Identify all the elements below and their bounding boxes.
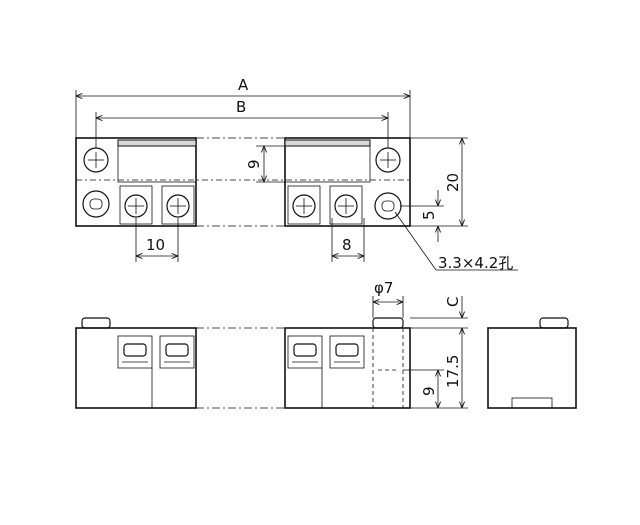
dim-20-label: 20 bbox=[444, 173, 462, 192]
dim-10-label: 10 bbox=[146, 236, 165, 254]
dim-c-label: C bbox=[444, 297, 462, 307]
hole-spec-label: 3.3×4.2孔 bbox=[438, 254, 513, 272]
side-body bbox=[487, 327, 577, 409]
dim-9-label: 9 bbox=[245, 159, 263, 169]
dim-9-side-label: 9 bbox=[420, 386, 438, 396]
dim-8-label: 8 bbox=[342, 236, 352, 254]
dim-17-5-label: 17.5 bbox=[444, 355, 462, 388]
terminal-screw-3 bbox=[287, 185, 321, 225]
dim-b-label: B bbox=[236, 98, 246, 116]
terminal-screw-1 bbox=[119, 185, 153, 225]
front-terminal-3 bbox=[287, 335, 323, 369]
mount-hole-left bbox=[82, 190, 110, 218]
dim-phi7-label: φ7 bbox=[374, 279, 393, 297]
side-view bbox=[487, 317, 577, 409]
dim-a-label: A bbox=[238, 76, 249, 94]
terminal-screw-4 bbox=[329, 185, 363, 225]
front-view: φ7 C 17.5 9 bbox=[75, 279, 468, 409]
front-terminal-2 bbox=[159, 335, 195, 369]
front-terminal-4 bbox=[329, 335, 365, 369]
top-view: A B 9 20 5 10 8 3.3×4.2孔 bbox=[75, 76, 518, 272]
dim-5-label: 5 bbox=[420, 210, 438, 220]
front-terminal-1 bbox=[117, 335, 153, 369]
